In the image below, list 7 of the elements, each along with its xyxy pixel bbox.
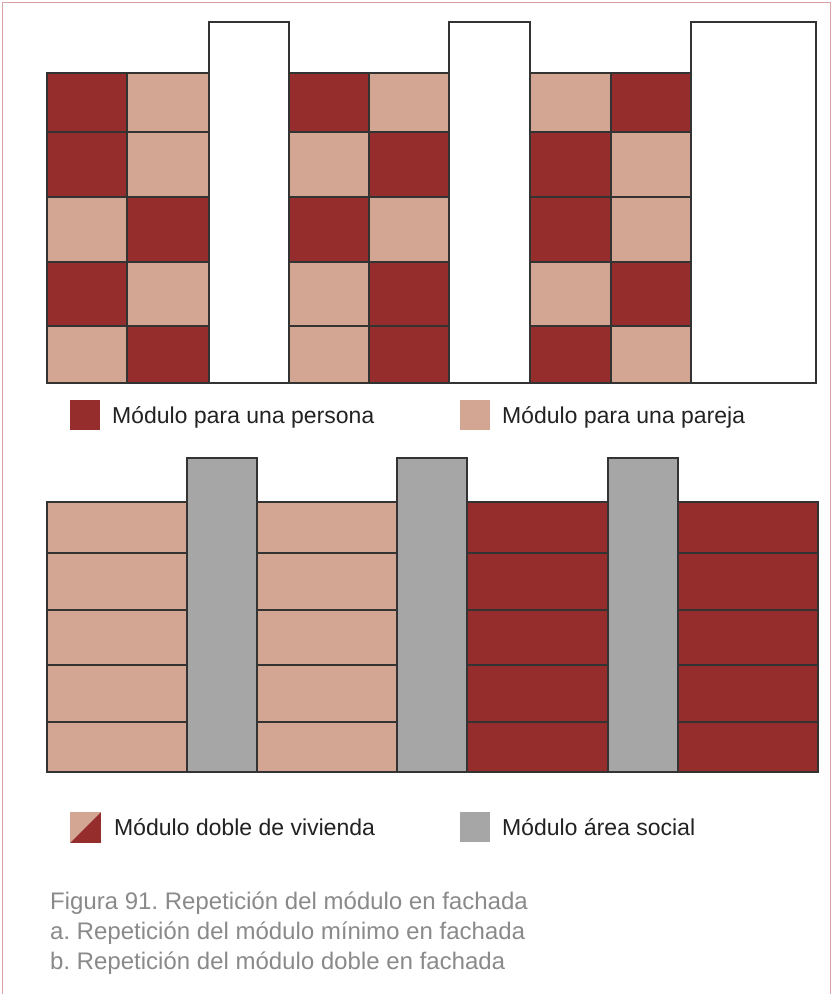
- caption-line: a. Repetición del módulo mínimo en fachada: [50, 918, 525, 946]
- figure-caption: Figura 91. Repetición del módulo en fachada: [50, 888, 528, 916]
- legend-label: Módulo para una pareja: [502, 402, 745, 429]
- legend-label: Módulo para una persona: [112, 402, 374, 429]
- legend-label: Módulo doble de vivienda: [114, 814, 375, 841]
- legend-label: Módulo área social: [502, 814, 696, 841]
- caption-line: b. Repetición del módulo doble en fachada: [50, 948, 505, 976]
